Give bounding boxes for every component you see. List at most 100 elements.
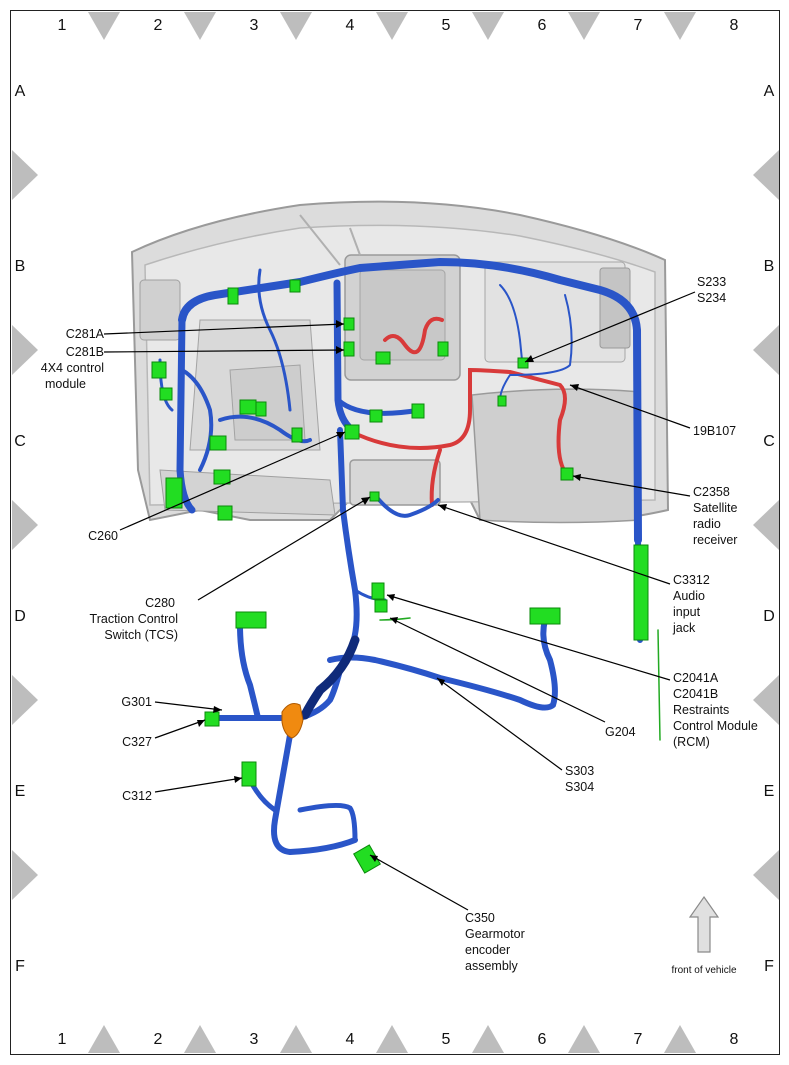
grid-marker: [753, 500, 779, 550]
connector-c3312: [633, 544, 649, 641]
connector-c281a: [343, 317, 355, 331]
grid-col-label: 7: [634, 17, 643, 34]
grid-marker: [472, 1025, 504, 1053]
connector: [239, 399, 257, 415]
leader-lines: [103, 291, 696, 911]
grid-col-label: 4: [346, 1031, 355, 1048]
connector-c2041b: [374, 599, 388, 613]
label-c281a: C281A: [66, 327, 105, 341]
grid-col-label: 3: [250, 1031, 259, 1048]
label-c2041b: C2041B: [673, 687, 718, 701]
grid-marker: [753, 325, 779, 375]
red-harness: [350, 316, 569, 507]
grid-marker: [184, 1025, 216, 1053]
grid-marker: [472, 12, 504, 40]
grid-row-labels-right: A B C D E F: [763, 83, 775, 975]
label-s233: S233: [697, 275, 726, 289]
label-c2358-desc: radio: [693, 517, 721, 531]
grid-marker: [12, 325, 38, 375]
connector-c260: [344, 424, 360, 440]
label-c260: C260: [88, 529, 118, 543]
connector: [151, 361, 167, 379]
grid-row-label: F: [15, 958, 25, 975]
label-g301: G301: [121, 695, 152, 709]
label-c280-desc: Traction Control: [90, 612, 178, 626]
grid-col-label: 5: [442, 17, 451, 34]
label-c2358-desc: Satellite: [693, 501, 738, 515]
connector: [235, 611, 267, 629]
label-c2041a: C2041A: [673, 671, 719, 685]
grid-row-label: D: [763, 608, 775, 625]
grid-col-label: 7: [634, 1031, 643, 1048]
connector: [165, 477, 183, 509]
connector: [291, 427, 303, 443]
grid-marker: [376, 12, 408, 40]
grid-markers: [12, 12, 779, 1053]
grid-marker: [12, 500, 38, 550]
grid-marker: [88, 12, 120, 40]
connector-c281b: [343, 341, 355, 357]
grid-col-label: 1: [58, 1031, 67, 1048]
connector: [159, 387, 173, 401]
grid-col-label: 3: [250, 17, 259, 34]
connector: [529, 607, 561, 625]
grid-marker: [12, 850, 38, 900]
grid-col-label: 6: [538, 1031, 547, 1048]
grid-marker: [664, 1025, 696, 1053]
grid-col-label: 8: [730, 1031, 739, 1048]
connectors: [151, 279, 649, 874]
connector-c2041a: [371, 582, 385, 600]
grid-row-label: A: [15, 83, 26, 100]
grid-marker: [280, 1025, 312, 1053]
grid-column-labels-bottom: 1 2 3 4 5 6 7 8: [58, 1031, 739, 1048]
connector-s233: [517, 357, 529, 369]
label-c312: C312: [122, 789, 152, 803]
connector: [411, 403, 425, 419]
grid-marker: [184, 12, 216, 40]
grid-row-label: E: [764, 783, 775, 800]
grid-row-label: C: [14, 433, 26, 450]
label-c327: C327: [122, 735, 152, 749]
connector: [289, 279, 301, 293]
connector-c327: [204, 711, 220, 727]
label-c2358: C2358: [693, 485, 730, 499]
grid-row-label: A: [764, 83, 775, 100]
label-c350-desc: assembly: [465, 959, 519, 973]
grid-column-labels-top: 1 2 3 4 5 6 7 8: [58, 17, 739, 34]
label-c280-desc: Switch (TCS): [104, 628, 178, 642]
connector-c2358: [560, 467, 574, 481]
grid-marker: [88, 1025, 120, 1053]
label-g204: G204: [605, 725, 636, 739]
label-c2358-desc: receiver: [693, 533, 737, 547]
connector-c312: [241, 761, 257, 787]
grid-row-label: B: [15, 258, 26, 275]
label-s303: S303: [565, 764, 594, 778]
grid-row-labels-left: A B C D E F: [14, 83, 26, 975]
grid-row-label: B: [764, 258, 775, 275]
connector: [227, 287, 239, 305]
leader-arrowheads: [197, 320, 581, 862]
connector: [217, 505, 233, 521]
grid-marker: [376, 1025, 408, 1053]
label-c280: C280: [145, 596, 175, 610]
grid-col-label: 2: [154, 17, 163, 34]
connector: [209, 435, 227, 451]
label-c3312: C3312: [673, 573, 710, 587]
connector: [375, 351, 391, 365]
connector: [369, 409, 383, 423]
front-of-vehicle-label: front of vehicle: [671, 965, 736, 976]
up-arrow-icon: [688, 895, 720, 953]
grid-marker: [12, 150, 38, 200]
label-c2041b-desc: (RCM): [673, 735, 710, 749]
splice-s303: [281, 703, 304, 739]
connector: [213, 469, 231, 485]
label-c2041b-desc: Control Module: [673, 719, 758, 733]
grid-row-label: F: [764, 958, 774, 975]
grid-marker: [568, 1025, 600, 1053]
label-c3312-desc: jack: [672, 621, 696, 635]
label-s304: S304: [565, 780, 594, 794]
dark-harness: [300, 635, 360, 720]
grid-row-label: E: [15, 783, 26, 800]
grid-marker: [753, 850, 779, 900]
